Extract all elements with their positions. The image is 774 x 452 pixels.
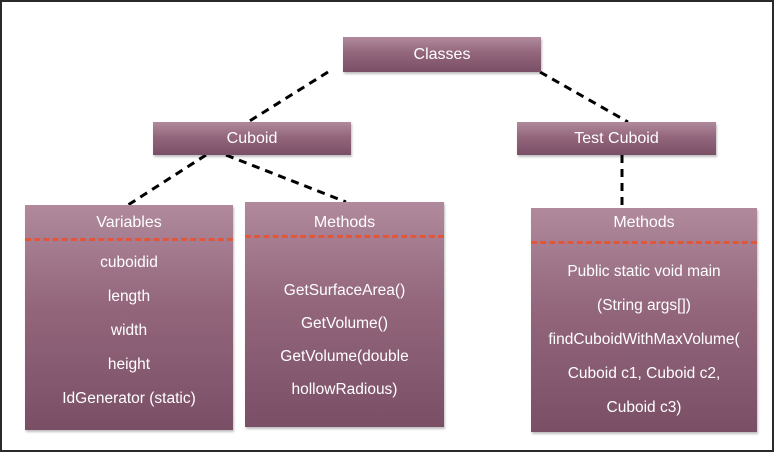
method-item: Cuboid c1, Cuboid c2, <box>567 365 721 382</box>
variables-list: cuboidid length width height IdGenerator… <box>25 246 233 416</box>
cuboid-methods-title: Methods <box>313 214 376 231</box>
variable-item: cuboidid <box>100 254 158 271</box>
method-item: Cuboid c3) <box>606 399 682 416</box>
test-methods-separator <box>531 241 757 244</box>
cuboid-methods-list: GetSurfaceArea() GetVolume() GetVolume(d… <box>245 274 444 406</box>
method-item: GetVolume(double <box>280 348 409 365</box>
variable-item: IdGenerator (static) <box>62 390 196 407</box>
connector-classes-cuboid <box>247 70 329 124</box>
connector-classes-test-cuboid <box>539 70 629 124</box>
variable-item: height <box>107 356 151 373</box>
variable-item: length <box>107 288 151 305</box>
method-item: GetVolume() <box>300 315 388 332</box>
method-item: hollowRadious) <box>291 381 398 398</box>
cuboid-box: Cuboid <box>153 122 351 155</box>
method-item: GetSurfaceArea() <box>283 282 406 299</box>
connector-cuboid-variables <box>127 153 207 207</box>
test-methods-list: Public static void main (String args[]) … <box>531 255 757 425</box>
variables-separator <box>25 238 233 241</box>
cuboid-label: Cuboid <box>226 129 278 147</box>
cuboid-methods-separator <box>245 235 444 238</box>
variables-title: Variables <box>96 214 162 231</box>
test-methods-title: Methods <box>613 214 675 231</box>
cuboid-methods-panel: Methods GetSurfaceArea() GetVolume() Get… <box>245 202 444 427</box>
method-item: (String args[]) <box>597 297 691 314</box>
test-cuboid-box: Test Cuboid <box>517 122 716 155</box>
test-methods-panel: Methods Public static void main (String … <box>531 208 757 432</box>
variables-panel: Variables cuboidid length width height I… <box>25 205 233 430</box>
classes-label: Classes <box>413 45 471 63</box>
test-cuboid-label: Test Cuboid <box>574 129 659 147</box>
connector-cuboid-methods <box>225 153 347 204</box>
classes-box: Classes <box>343 37 541 72</box>
method-item: findCuboidWithMaxVolume( <box>548 331 740 348</box>
variable-item: width <box>110 322 148 339</box>
method-item: Public static void main <box>567 263 721 280</box>
